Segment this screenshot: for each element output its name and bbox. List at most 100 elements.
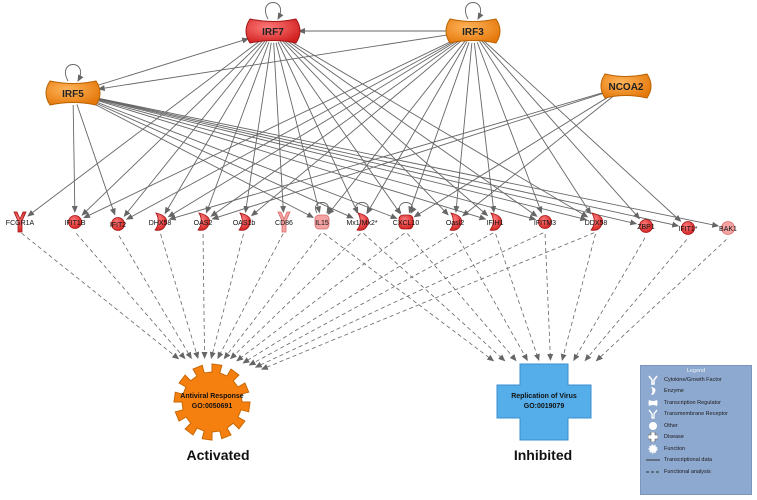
edge-IRF5-IRF7 bbox=[84, 37, 250, 90]
enzyme-icon bbox=[197, 212, 210, 231]
edge-IRF3-OAS1b bbox=[250, 38, 465, 217]
regulator-irf5[interactable]: IRF5 bbox=[45, 80, 101, 106]
edge-IRF3-DHX58 bbox=[167, 36, 463, 218]
regulator-irf3[interactable]: IRF3 bbox=[445, 18, 501, 44]
edge-IRF7-OAS2 bbox=[205, 42, 270, 214]
func-edge-CXCL10-virus bbox=[406, 233, 517, 362]
func-edge-IFIT1B-antiviral bbox=[76, 233, 186, 360]
gene-label: Mx1/Mx2* bbox=[346, 220, 377, 227]
gene-ddx58[interactable]: DDX58 bbox=[585, 212, 608, 231]
func-edge-FCGR1A-antiviral bbox=[21, 232, 180, 360]
gene-ifih1[interactable]: IFIH1 bbox=[486, 212, 504, 231]
edge-IRF5-IFIT2 bbox=[76, 104, 116, 216]
edge-IRF3-Mx1Mx2 bbox=[366, 41, 468, 215]
gene-bak1[interactable]: BAK1 bbox=[719, 221, 737, 235]
gene-fcgr1a[interactable]: FCGR1A bbox=[6, 211, 35, 233]
gene-label: IFIT1B bbox=[64, 220, 85, 227]
regulator-irf7[interactable]: IRF7 bbox=[245, 18, 301, 44]
gene-label: CXCL10 bbox=[393, 220, 420, 227]
gene-mx1mx2[interactable]: Mx1/Mx2* bbox=[346, 212, 378, 231]
virus-replication-node[interactable]: Replication of Virus GO:0019079 bbox=[496, 363, 592, 441]
func-edge-IFIH1-antiviral bbox=[248, 232, 494, 366]
func-edge-Oasl2-antiviral bbox=[242, 232, 454, 364]
other-icon bbox=[639, 219, 653, 233]
func-edge-IL15-virus bbox=[323, 232, 495, 362]
edge-IRF7-OAS1b bbox=[243, 42, 272, 214]
enzyme-icon bbox=[154, 212, 167, 231]
func-edge-BAK1-virus bbox=[595, 239, 727, 362]
solid-line-icon bbox=[646, 455, 660, 465]
gene-oasl2[interactable]: Oasl2 bbox=[446, 212, 464, 231]
regulator-label: IRF5 bbox=[62, 89, 84, 100]
edge-IRF3-Oasl2 bbox=[453, 42, 473, 214]
other-icon bbox=[721, 221, 735, 235]
transcription-regulator-icon bbox=[445, 18, 501, 44]
virus-line1: Replication of Virus bbox=[511, 393, 577, 400]
func-edge-IFIH1-virus bbox=[495, 233, 540, 362]
self-loop-IRF5 bbox=[65, 64, 84, 82]
enzyme-icon bbox=[449, 212, 462, 231]
self-loop-Mx1Mx2 bbox=[355, 202, 373, 214]
gene-dhx58[interactable]: DHX58 bbox=[149, 212, 172, 231]
edge-IRF5-IFIT1B bbox=[71, 104, 78, 214]
legend-item: Cytokine/Growth Factor bbox=[641, 374, 751, 386]
legend-item-label: Cytokine/Growth Factor bbox=[664, 376, 722, 383]
functions-layer: Antiviral Response GO:0050691 Activated … bbox=[173, 363, 592, 463]
gene-ifit2[interactable]: IFIT2 bbox=[110, 217, 126, 231]
activated-label: Activated bbox=[186, 447, 249, 463]
self-loop-IRF7 bbox=[265, 2, 284, 20]
regulator-label: IRF7 bbox=[262, 27, 284, 38]
legend-item: Transcription Regulator bbox=[641, 397, 751, 409]
dashed-line-icon bbox=[646, 467, 660, 477]
edge-NCOA2-Oasl2 bbox=[462, 93, 617, 217]
enzyme-icon bbox=[590, 212, 603, 231]
edge-IRF5-IFIT1 bbox=[84, 95, 680, 228]
gene-oas1b[interactable]: OAS1b bbox=[233, 212, 256, 231]
edge-IRF3-IFIT1 bbox=[481, 38, 682, 222]
enzyme-icon bbox=[646, 386, 660, 396]
edge-IRF7-IFIT1B bbox=[81, 39, 265, 216]
gene-cd86[interactable]: CD86 bbox=[275, 211, 293, 233]
func-edge-OAS2-antiviral bbox=[201, 233, 208, 360]
edge-IRF7-Mx1Mx2 bbox=[277, 41, 359, 214]
gene-cxcl10[interactable]: CXCL10 bbox=[393, 214, 420, 230]
other-icon bbox=[646, 421, 660, 431]
edge-IRF7-CXCL10 bbox=[279, 40, 401, 215]
antiviral-response-node[interactable]: Antiviral Response GO:0050691 bbox=[173, 363, 251, 441]
gene-label: DDX58 bbox=[585, 220, 608, 227]
edge-IRF3-IL15 bbox=[327, 40, 466, 215]
gene-label: CD86 bbox=[275, 220, 293, 227]
gene-il15[interactable]: IL15 bbox=[314, 214, 330, 230]
func-edge-IFIT2-antiviral bbox=[118, 235, 192, 360]
gene-zbp1[interactable]: ZBP1 bbox=[637, 219, 655, 233]
func-edge-OAS1b-antiviral bbox=[209, 233, 244, 360]
legend-item-label: Other bbox=[664, 422, 678, 429]
legend-item: Transmembrane Receptor bbox=[641, 409, 751, 421]
other-icon bbox=[681, 221, 695, 235]
gene-ifit1[interactable]: IFIT1* bbox=[678, 221, 698, 235]
edge-IRF5-Mx1Mx2 bbox=[83, 97, 354, 219]
legend-item-label: Transcriptional data bbox=[664, 457, 713, 464]
gene-label: BAK1 bbox=[719, 226, 737, 233]
other-icon bbox=[538, 215, 552, 229]
edge-IRF3-CXCL10 bbox=[408, 42, 470, 214]
gene-label: IFIH1 bbox=[486, 220, 503, 227]
edge-IRF7-IFIH1 bbox=[281, 38, 489, 217]
legend-item-label: Enzyme bbox=[664, 388, 684, 395]
func-edge-Mx1Mx2-antiviral bbox=[229, 233, 361, 360]
gene-oas2[interactable]: OAS2 bbox=[194, 212, 213, 231]
gene-ifit1b[interactable]: IFIT1B bbox=[64, 215, 86, 229]
gene-ifitm3[interactable]: IFITM3 bbox=[534, 215, 556, 229]
func-edge-IL15-antiviral bbox=[223, 233, 322, 360]
enzyme-icon bbox=[238, 212, 251, 231]
edge-IRF7-CD86 bbox=[273, 42, 287, 214]
edge-IRF3-ZBP1 bbox=[480, 39, 641, 220]
edge-IRF5-BAK1 bbox=[84, 94, 720, 228]
legend-item: Enzyme bbox=[641, 386, 751, 398]
antiviral-line2: GO:0050691 bbox=[192, 403, 233, 410]
enzyme-icon bbox=[489, 212, 502, 231]
self-loop-CXCL10 bbox=[399, 202, 417, 214]
regulator-ncoa2[interactable]: NCOA2 bbox=[600, 73, 652, 99]
other-icon bbox=[111, 217, 125, 231]
